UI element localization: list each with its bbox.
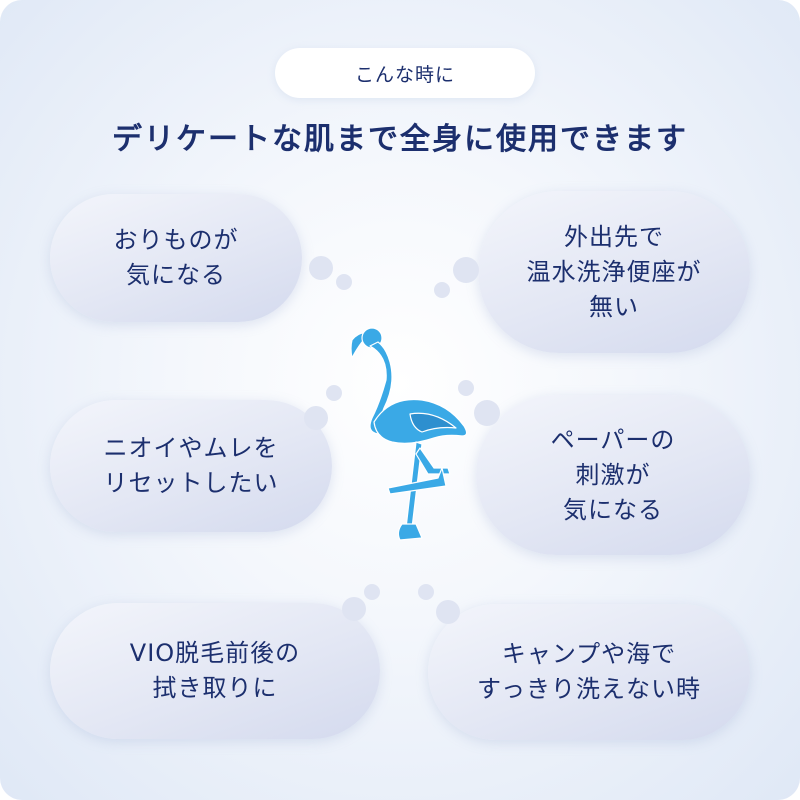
bubble-tail-dot <box>342 597 366 621</box>
bubble-vio-epilation-text: VIO脱毛前後の 拭き取りに <box>129 639 301 702</box>
bubble-tail-dot <box>326 385 342 401</box>
bubble-no-bidet-text: 外出先で 温水洗浄便座が 無い <box>526 222 702 321</box>
bubble-tail-dot <box>364 584 380 600</box>
bubble-tail-dot <box>304 406 328 430</box>
bubble-tail-dot <box>458 380 474 396</box>
bubble-discharge: おりものが 気になる <box>50 194 302 322</box>
situation-tag: こんな時に <box>275 48 535 98</box>
flamingo-icon <box>350 327 468 541</box>
bubble-odor: ニオイやムレを リセットしたい <box>50 400 332 532</box>
bubble-paper-irritation: ペーパーの 刺激が 気になる <box>476 395 750 555</box>
bubble-tail-dot <box>436 600 460 624</box>
headline: デリケートな肌まで全身に使用できます <box>112 122 688 157</box>
bubble-tail-dot <box>453 257 479 283</box>
bubble-camping-beach: キャンプや海で すっきり洗えない時 <box>428 604 750 740</box>
bubble-odor-text: ニオイやムレを リセットしたい <box>103 434 279 497</box>
bubble-camping-beach-text: キャンプや海で すっきり洗えない時 <box>476 640 702 703</box>
bubble-tail-dot <box>418 584 434 600</box>
bubble-paper-irritation-text: ペーパーの 刺激が 気になる <box>550 425 676 524</box>
bubble-tail-dot <box>309 256 333 280</box>
bubble-vio-epilation: VIO脱毛前後の 拭き取りに <box>50 603 380 739</box>
situation-tag-label: こんな時に <box>354 63 455 86</box>
bubble-discharge-text: おりものが 気になる <box>113 226 239 289</box>
bubble-tail-dot <box>336 274 352 290</box>
bubble-tail-dot <box>434 282 450 298</box>
bubble-no-bidet: 外出先で 温水洗浄便座が 無い <box>478 191 750 353</box>
bubble-tail-dot <box>474 400 500 426</box>
